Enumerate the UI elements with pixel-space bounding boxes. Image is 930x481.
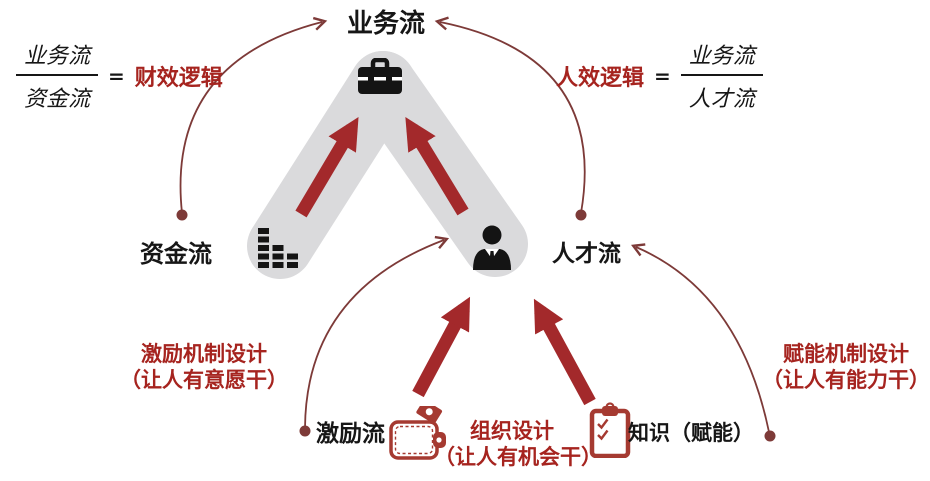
people-logic-result: 人效逻辑 — [556, 64, 645, 90]
knowledge-label: 知识（赋能） — [628, 422, 754, 445]
knowledge-to-talent-arrow — [533, 298, 596, 406]
businessman-icon — [473, 225, 511, 270]
fraction-denominator: 人才流 — [688, 87, 755, 112]
capital-flow-label: 资金流 — [140, 241, 212, 268]
capital-to-business-arrow — [295, 116, 359, 218]
enable-design-annotation: 赋能机制设计 （让人有能力干） — [760, 342, 930, 394]
knowledge-curve-arrow — [631, 243, 770, 433]
incentive-flow-label: 激励流 — [316, 420, 385, 446]
finance-logic-formula: 业务流 资金流 = 财效逻辑 — [16, 38, 223, 113]
capital-loop-curve-arrow — [179, 16, 328, 214]
wallet-icon — [389, 406, 446, 460]
talent-flow-label: 人才流 — [552, 240, 621, 266]
people-logic-formula: 人效逻辑 = 业务流 人才流 — [556, 38, 763, 113]
enable-design-line1: 赋能机制设计 — [783, 343, 909, 366]
fraction-numerator: 业务流 — [680, 38, 763, 76]
equalizer-bars-icon — [258, 228, 298, 268]
fraction-denominator: 资金流 — [24, 87, 91, 112]
org-design-line2: （让人有机会干） — [434, 446, 602, 469]
incentive-dot — [299, 425, 311, 437]
talent-loop-curve-arrow — [434, 16, 586, 214]
enable-design-line2: （让人有能力干） — [762, 369, 930, 392]
incentive-curve-arrow — [304, 235, 450, 429]
org-design-line1: 组织设计 — [470, 420, 554, 443]
people-logic-fraction: 业务流 人才流 — [680, 38, 763, 113]
knowledge-dot — [764, 430, 776, 442]
equals-sign: = — [108, 63, 125, 88]
fraction-numerator: 业务流 — [16, 38, 99, 76]
business-flow-label: 业务流 — [346, 8, 425, 38]
incentive-to-talent-arrow — [412, 296, 471, 398]
finance-logic-result: 财效逻辑 — [134, 64, 223, 90]
talent-to-business-arrow — [405, 117, 469, 216]
flow-chevron-shape — [247, 51, 528, 279]
checklist-clipboard-icon — [589, 402, 631, 458]
incentive-design-line2: （让人有意愿干） — [120, 369, 288, 392]
incentive-design-annotation: 激励机制设计 （让人有意愿干） — [114, 342, 294, 394]
talent-dot — [575, 209, 587, 221]
equals-sign: = — [654, 63, 671, 88]
incentive-design-line1: 激励机制设计 — [141, 343, 267, 366]
briefcase-icon — [358, 58, 402, 94]
capital-dot — [176, 209, 188, 221]
org-design-annotation: 组织设计 （让人有机会干） — [434, 419, 602, 471]
finance-logic-fraction: 业务流 资金流 — [16, 38, 99, 113]
